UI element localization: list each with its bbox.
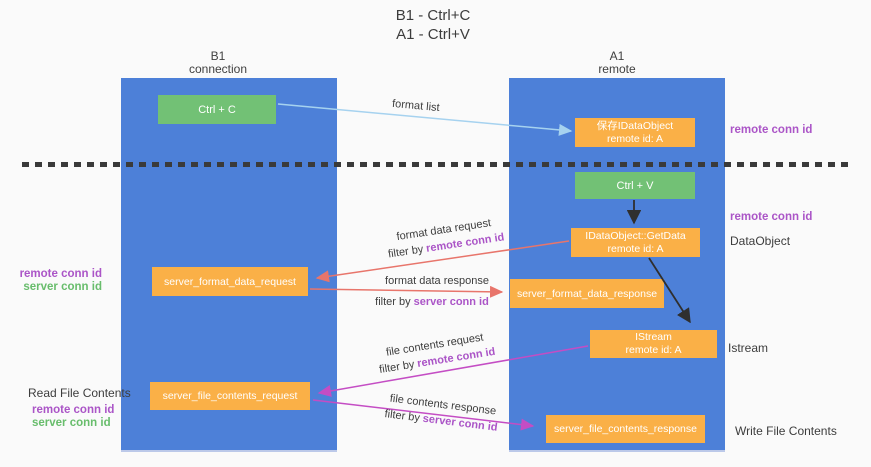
- left-server-conn-id-label-2: server conn id: [32, 417, 111, 429]
- server-format-data-response-box: server_format_data_response: [510, 279, 664, 308]
- clipboard-object-line1: 保存IDataObject: [596, 119, 674, 132]
- filter-by-text: filter by: [378, 358, 416, 377]
- lifeline-role: connection: [188, 62, 248, 76]
- filter-by-text: filter by: [375, 296, 411, 308]
- format-data-response-label: format data response: [385, 275, 489, 287]
- lifeline-header-a1: A1 remote: [547, 50, 687, 76]
- getdata-line1: IDataObject::GetData: [585, 229, 686, 242]
- istream-line1: IStream: [635, 331, 672, 343]
- dataobject-label: DataObject: [730, 234, 791, 248]
- server-format-data-response-label: server_format_data_response: [516, 287, 658, 300]
- title-line-2: A1 - Ctrl+V: [396, 26, 470, 43]
- server-conn-id-text: server conn id: [413, 296, 489, 308]
- dashed-divider: [22, 162, 849, 167]
- lifeline-header-b1: B1 connection: [148, 50, 288, 76]
- server-file-contents-response-box: server_file_contents_response: [546, 415, 705, 443]
- ctrl-c-box: Ctrl + C: [158, 95, 276, 124]
- getdata-line2: remote id: A: [607, 242, 664, 255]
- file-contents-request-label-group: file contents request filter byremote co…: [364, 326, 507, 380]
- left-server-conn-id-label: server conn id: [23, 281, 102, 293]
- getdata-box: IDataObject::GetData remote id: A: [571, 228, 700, 257]
- write-file-contents-label: Write File Contents: [735, 424, 837, 438]
- lifeline-role: remote: [598, 62, 636, 76]
- right-remote-conn-id-label: remote conn id: [730, 124, 813, 136]
- format-data-request-label-group: format data request filter byremote conn…: [373, 212, 516, 264]
- ctrl-v-box: Ctrl + V: [575, 172, 695, 199]
- read-file-contents-label: Read File Contents: [28, 386, 131, 400]
- format-data-response-arrow: [309, 285, 504, 298]
- title-line-1: B1 - Ctrl+C: [395, 7, 471, 24]
- server-file-contents-request-label: server_file_contents_request: [162, 390, 298, 402]
- filter-by-text: filter by: [383, 408, 421, 425]
- left-remote-conn-id-label-2: remote conn id: [32, 404, 115, 416]
- server-format-data-request-label: server_format_data_request: [164, 275, 296, 288]
- istream-line2: remote id: A: [625, 344, 682, 356]
- ctrl-c-label: Ctrl + C: [198, 103, 236, 116]
- clipboard-object-box: 保存IDataObject remote id: A: [575, 118, 695, 147]
- server-file-contents-response-label: server_file_contents_response: [553, 423, 697, 435]
- diagram-title: B1 - Ctrl+C A1 - Ctrl+V: [333, 6, 533, 44]
- ctrl-v-label: Ctrl + V: [616, 179, 654, 192]
- left-remote-conn-id-label: remote conn id: [19, 268, 102, 280]
- istream-side-label: Istream: [728, 341, 769, 355]
- format-list-label: format list: [391, 97, 441, 115]
- filter-by-text: filter by: [387, 243, 425, 261]
- server-file-contents-request-box: server_file_contents_request: [150, 382, 310, 410]
- lifeline-name: A1: [609, 49, 625, 63]
- istream-box: IStream remote id: A: [590, 330, 717, 358]
- clipboard-object-line2: remote id: A: [606, 132, 664, 145]
- server-format-data-request-box: server_format_data_request: [152, 267, 308, 296]
- lifeline-name: B1: [210, 49, 226, 63]
- right-remote-conn-id-label-2: remote conn id: [730, 211, 813, 223]
